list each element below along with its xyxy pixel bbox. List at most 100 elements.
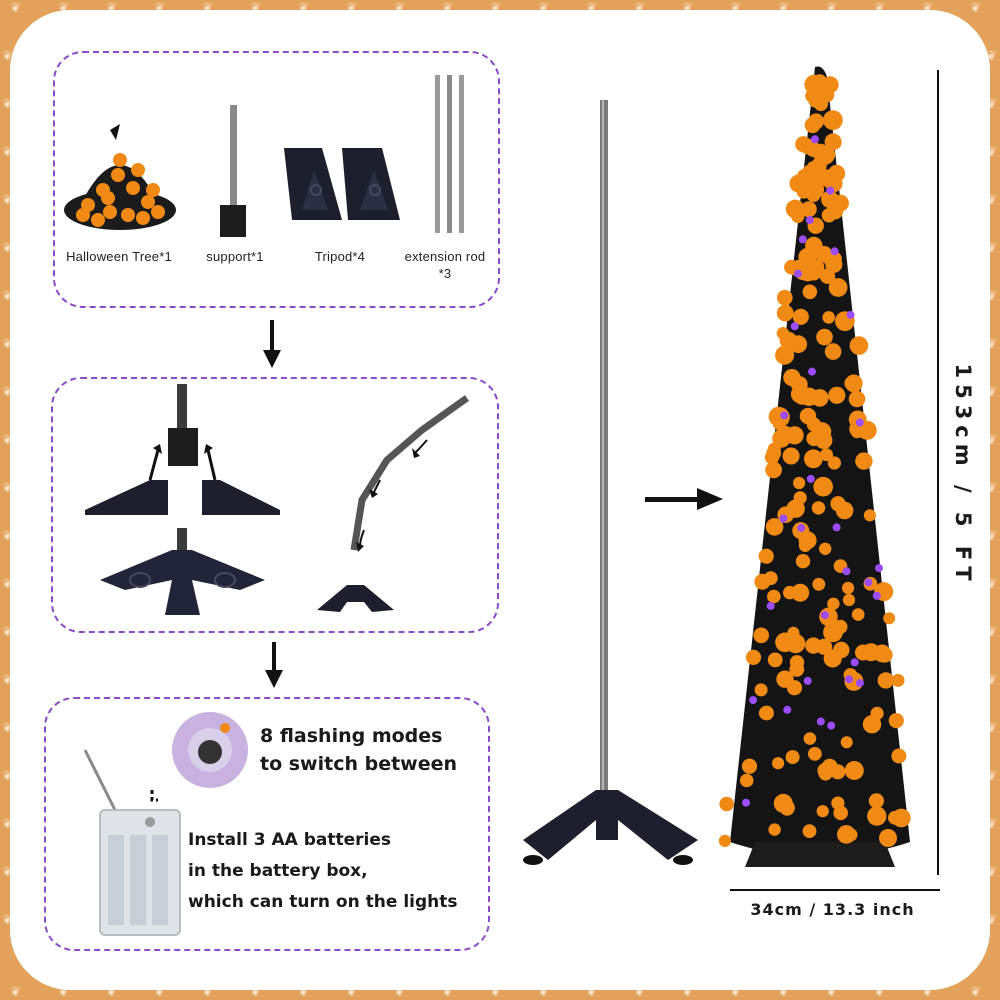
battery-line3: which can turn on the lights — [188, 892, 458, 912]
ghost-icon: ❦ — [2, 193, 13, 208]
ghost-icon: ❦ — [202, 985, 213, 1000]
ghost-icon: ❦ — [538, 1, 549, 16]
ghost-icon: ❦ — [730, 1, 741, 16]
width-dimension-line — [730, 889, 940, 891]
label-tripod: Tripod*4 — [314, 249, 366, 264]
support-pole-image — [220, 105, 246, 237]
ghost-icon: ❦ — [986, 433, 997, 448]
ghost-icon: ❦ — [874, 985, 885, 1000]
ghost-icon: ❦ — [986, 193, 997, 208]
ghost-icon: ❦ — [986, 97, 997, 112]
ghost-icon: ❦ — [2, 337, 13, 352]
ghost-icon: ❦ — [922, 1, 933, 16]
stand-assembly-image — [85, 384, 280, 615]
lights-info-box — [44, 697, 490, 951]
ghost-icon: ❦ — [986, 145, 997, 160]
ghost-icon: ❦ — [634, 985, 645, 1000]
flashing-modes-line2: to switch between — [260, 753, 458, 775]
halloween-tree-image — [718, 66, 911, 867]
ghost-icon: ❦ — [826, 1, 837, 16]
ghost-icon: ❦ — [106, 1, 117, 16]
ghost-icon: ❦ — [986, 289, 997, 304]
ghost-icon: ❦ — [346, 1, 357, 16]
ghost-icon: ❦ — [874, 1, 885, 16]
ghost-icon: ❦ — [986, 529, 997, 544]
parts-list-box — [53, 51, 500, 308]
ghost-icon: ❦ — [154, 985, 165, 1000]
pole-stand-image — [523, 100, 698, 865]
ghost-icon: ❦ — [154, 1, 165, 16]
ghost-icon: ❦ — [202, 1, 213, 16]
ghost-icon: ❦ — [2, 577, 13, 592]
ghost-icon: ❦ — [986, 625, 997, 640]
label-extension-rod-count: *3 — [438, 266, 452, 281]
battery-line1: Install 3 AA batteries — [188, 830, 391, 850]
arrow-down-icon — [265, 642, 283, 688]
ghost-icon: ❦ — [922, 985, 933, 1000]
ghost-icon: ❦ — [442, 1, 453, 16]
ghost-icon: ❦ — [986, 913, 997, 928]
ghost-icon: ❦ — [298, 985, 309, 1000]
ghost-icon: ❦ — [986, 673, 997, 688]
ghost-icon: ❦ — [778, 1, 789, 16]
ghost-icon: ❦ — [586, 1, 597, 16]
arrow-right-icon — [645, 488, 723, 510]
ghost-icon: ❦ — [106, 985, 117, 1000]
ghost-icon: ❦ — [986, 865, 997, 880]
ghost-icon: ❦ — [2, 145, 13, 160]
tripod-feet-image — [284, 148, 400, 220]
ghost-icon: ❦ — [250, 985, 261, 1000]
extension-rods-image — [435, 75, 464, 233]
ghost-icon: ❦ — [250, 1, 261, 16]
ghost-icon: ❦ — [394, 985, 405, 1000]
battery-line2: in the battery box, — [188, 861, 368, 881]
ghost-icon: ❦ — [2, 241, 13, 256]
ghost-icon: ❦ — [970, 985, 981, 1000]
ghost-icon: ❦ — [682, 1, 693, 16]
ghost-icon: ❦ — [986, 817, 997, 832]
tree-folded-image — [64, 124, 176, 230]
ghost-icon: ❦ — [298, 1, 309, 16]
ghost-icon: ❦ — [2, 769, 13, 784]
ghost-icon: ❦ — [986, 769, 997, 784]
ghost-icon: ❦ — [730, 985, 741, 1000]
ghost-icon: ❦ — [490, 1, 501, 16]
ghost-icon: ❦ — [986, 241, 997, 256]
arrow-down-icon — [263, 320, 281, 368]
label-extension-rod: extension rod — [404, 249, 486, 264]
label-halloween-tree: Halloween Tree*1 — [66, 249, 172, 264]
ghost-icon: ❦ — [2, 481, 13, 496]
ghost-icon: ❦ — [10, 1, 21, 16]
ghost-icon: ❦ — [986, 577, 997, 592]
ghost-icon: ❦ — [2, 673, 13, 688]
flash-button-image — [172, 712, 248, 788]
ghost-icon: ❦ — [778, 985, 789, 1000]
ghost-icon: ❦ — [538, 985, 549, 1000]
ghost-icon: ❦ — [2, 433, 13, 448]
ghost-icon: ❦ — [2, 913, 13, 928]
ghost-icon: ❦ — [442, 985, 453, 1000]
ghost-icon: ❦ — [634, 1, 645, 16]
ghost-icon: ❦ — [986, 481, 997, 496]
ghost-icon: ❦ — [682, 985, 693, 1000]
ghost-icon: ❦ — [2, 529, 13, 544]
ghost-icon: ❦ — [2, 289, 13, 304]
ghost-icon: ❦ — [586, 985, 597, 1000]
ghost-icon: ❦ — [2, 865, 13, 880]
flashing-modes-line1: 8 flashing modes — [260, 725, 443, 747]
ghost-icon: ❦ — [2, 721, 13, 736]
height-label: 153cm / 5 FT — [951, 363, 975, 587]
width-label: 34cm / 13.3 inch — [750, 900, 915, 919]
battery-box-image — [83, 749, 181, 936]
ghost-icon: ❦ — [346, 985, 357, 1000]
ghost-icon: ❦ — [490, 985, 501, 1000]
ghost-icon: ❦ — [10, 985, 21, 1000]
rod-assembly-image — [317, 395, 470, 612]
ghost-icon: ❦ — [2, 385, 13, 400]
ghost-icon: ❦ — [826, 985, 837, 1000]
ghost-icon: ❦ — [58, 985, 69, 1000]
ghost-icon: ❦ — [2, 817, 13, 832]
ghost-icon: ❦ — [2, 97, 13, 112]
ghost-icon: ❦ — [58, 1, 69, 16]
